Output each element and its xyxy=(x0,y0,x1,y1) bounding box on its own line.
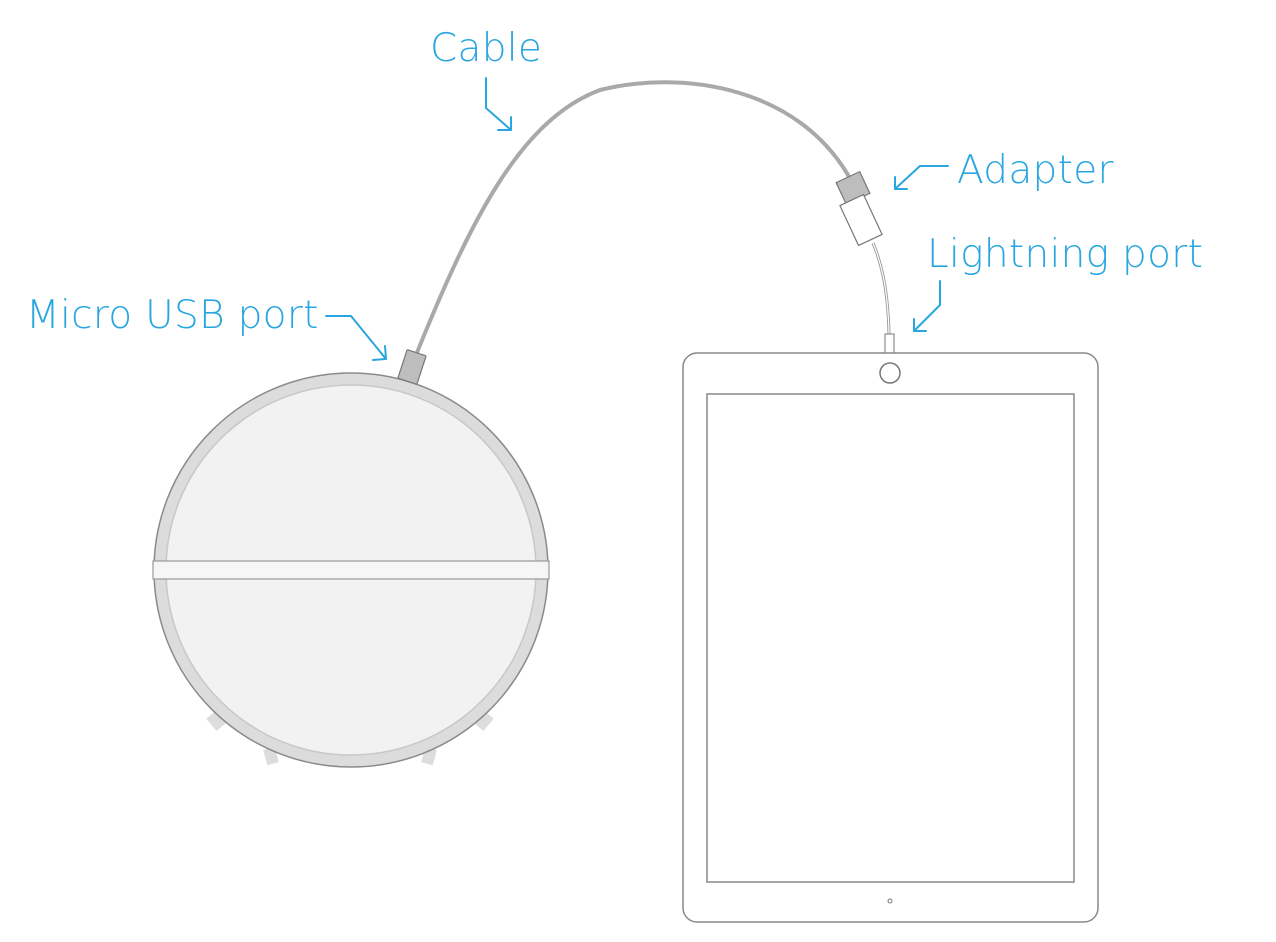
lightning-plug xyxy=(884,333,895,354)
lightning-callout-arrowhead xyxy=(913,318,927,332)
adapter-callout-arrow xyxy=(894,165,949,190)
adapter-tail xyxy=(871,242,891,336)
micro-usb-callout-arrow xyxy=(325,315,387,360)
tablet-icon xyxy=(682,352,1099,923)
adapter-label: Adapter xyxy=(957,148,1114,193)
cable-callout-arrow xyxy=(485,77,512,131)
adapter-callout-arrowhead xyxy=(894,176,908,190)
adapter-body xyxy=(839,193,883,247)
device-foot xyxy=(474,711,494,731)
lightning-adapter-icon xyxy=(835,170,895,354)
micro-usb-plug xyxy=(397,349,427,385)
cable-line xyxy=(410,80,854,367)
tablet-home-dot xyxy=(887,898,893,904)
micro-usb-callout-arrowhead xyxy=(372,345,387,361)
device-band xyxy=(152,560,550,580)
device-foot xyxy=(206,711,226,731)
cable-callout-arrowhead xyxy=(497,116,512,131)
tablet-camera xyxy=(879,362,901,384)
micro-usb-port-label: Micro USB port xyxy=(26,293,319,338)
cable-label: Cable xyxy=(430,26,543,71)
tablet-screen xyxy=(706,393,1075,883)
lightning-callout-arrow xyxy=(913,280,941,332)
lightning-port-label: Lightning port xyxy=(927,232,1204,277)
callout-arrows xyxy=(325,77,949,361)
adapter-tail-inner xyxy=(872,242,890,336)
round-speaker-device-icon xyxy=(152,349,550,768)
